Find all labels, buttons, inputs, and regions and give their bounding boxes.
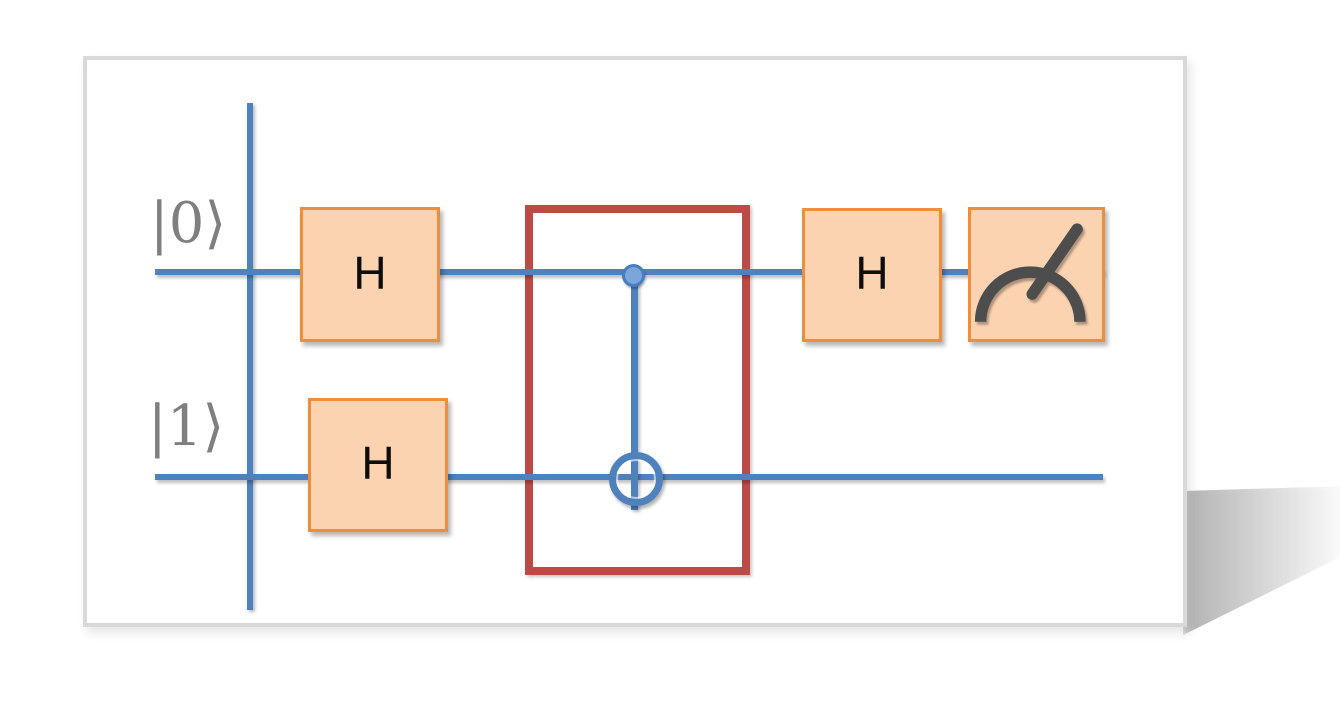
qubit-label-1: |1⟩ <box>147 394 225 459</box>
gate-label: H <box>361 437 395 489</box>
cnot-connector-line <box>631 273 638 510</box>
cnot-highlight-box <box>525 205 750 575</box>
hadamard-gate-top-second: H <box>802 208 942 342</box>
gate-label: H <box>855 247 889 299</box>
measurement-gate <box>968 207 1105 342</box>
init-barrier-line <box>247 103 253 610</box>
cnot-target-icon <box>609 452 663 506</box>
measurement-gauge-icon <box>974 223 1086 322</box>
panel-perspective-shadow <box>1183 486 1340 636</box>
hadamard-gate-top-first: H <box>300 207 440 342</box>
hadamard-gate-bottom: H <box>308 398 448 532</box>
gate-label: H <box>353 246 387 299</box>
qubit-label-0: |0⟩ <box>149 191 227 256</box>
cnot-control-dot-icon <box>622 264 645 287</box>
